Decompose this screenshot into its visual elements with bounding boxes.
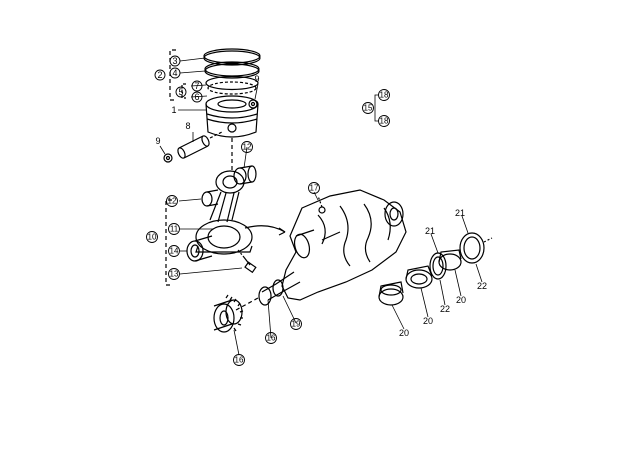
callout-21-a: 21: [425, 226, 435, 236]
callout-10: 10: [148, 233, 157, 242]
callout-5: 5: [178, 87, 183, 97]
main-bearing-1: [378, 281, 404, 306]
small-end-bushing: [233, 165, 257, 185]
rod-bearing-shell: [201, 189, 219, 207]
thrust-washer-1: [429, 252, 447, 280]
callout-12-top: 12: [243, 143, 252, 152]
callout-4: 4: [172, 68, 177, 78]
crankshaft: [258, 189, 407, 306]
crankshaft-gear: [213, 294, 244, 333]
rod-bolt: [237, 249, 257, 274]
callout-13: 13: [170, 270, 179, 279]
callout-circles: [146, 55, 390, 366]
callout-20-c: 20: [456, 295, 466, 305]
oil-plug: [318, 206, 326, 214]
callout-9-right: 9: [254, 74, 259, 84]
callout-22-a: 22: [440, 304, 450, 314]
callout-16-shaft: 16: [267, 334, 276, 343]
callout-labels: 3 4 2 5 7 6 1 8 9 9 12 12 11 14 13 10 16…: [148, 56, 487, 365]
callout-14: 14: [170, 247, 179, 256]
thrust-washer-2: [459, 232, 485, 264]
main-bearing-3: [438, 249, 462, 271]
callout-20-a: 20: [399, 328, 409, 338]
callout-2: 2: [157, 70, 162, 80]
circlip-right: [248, 99, 258, 109]
piston-rings: [203, 48, 261, 95]
piston: [205, 95, 259, 172]
main-bearing-2: [405, 265, 433, 289]
callout-6: 6: [194, 92, 199, 102]
callout-8: 8: [185, 121, 190, 131]
callout-19: 19: [292, 320, 301, 329]
leader-lines: [159, 57, 483, 356]
callout-12-left: 12: [168, 197, 177, 206]
callout-20-b: 20: [423, 316, 433, 326]
callout-7: 7: [194, 81, 199, 91]
callout-15: 15: [364, 104, 373, 113]
callout-16-gear: 16: [235, 356, 244, 365]
callout-1: 1: [171, 105, 176, 115]
callout-3: 3: [172, 56, 177, 66]
callout-22-b: 22: [477, 281, 487, 291]
callout-21-b: 21: [455, 208, 465, 218]
callout-18-bottom: 18: [380, 117, 389, 126]
piston-pin: [177, 131, 223, 159]
callout-17: 17: [310, 184, 319, 193]
callout-9-left: 9: [155, 136, 160, 146]
circlip-left: [163, 153, 173, 163]
callout-11: 11: [170, 225, 179, 234]
callout-18-top: 18: [380, 91, 389, 100]
connecting-rod: [195, 170, 253, 255]
rod-group-bracket: [165, 199, 172, 286]
